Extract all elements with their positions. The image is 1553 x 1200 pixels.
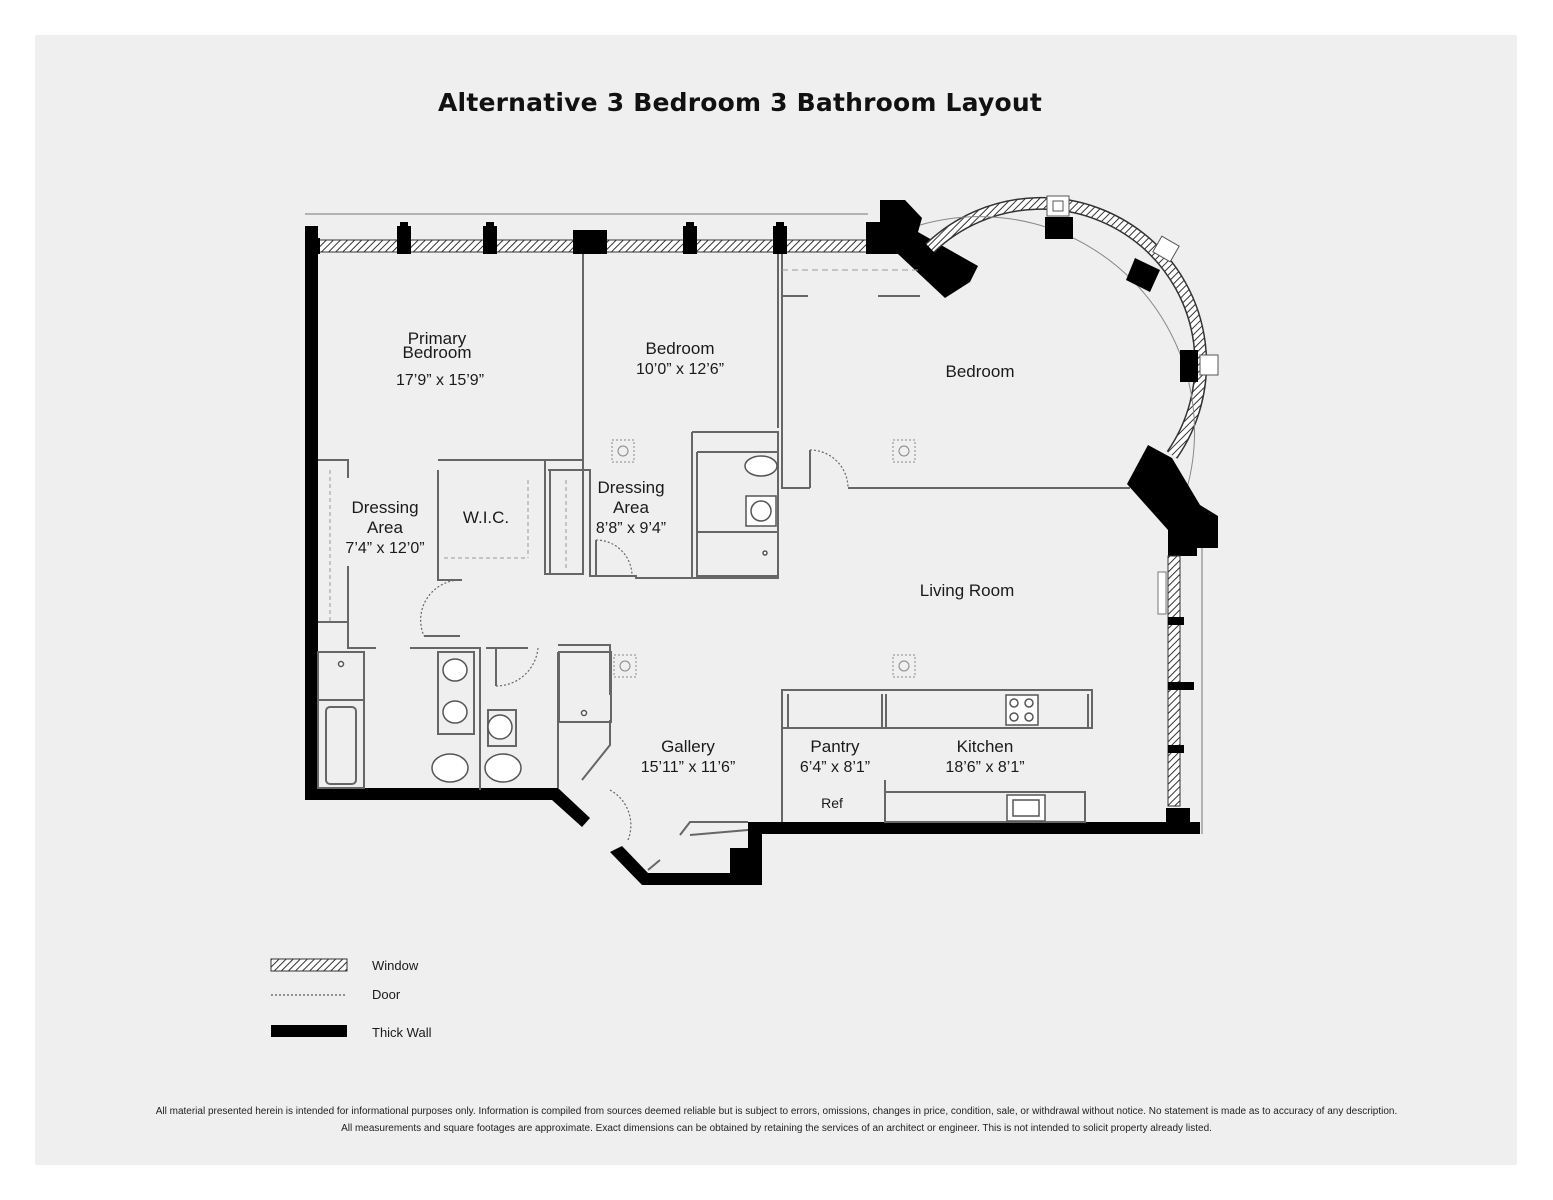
primary-bedroom-dims: 17’9” x 15’9”: [396, 372, 484, 389]
legend-thick-wall-label: Thick Wall: [372, 1025, 432, 1040]
interior-walls: [317, 254, 1130, 836]
door-leaves: [424, 450, 811, 871]
primary-bedroom-label-1: Primary: [408, 329, 467, 348]
ref-label: Ref: [821, 795, 843, 811]
kitchen-label: Kitchen: [957, 737, 1014, 756]
wic-label: W.I.C.: [463, 508, 509, 527]
legend-thick-wall-swatch: [271, 1025, 347, 1037]
legend-window-label: Window: [372, 958, 419, 973]
disclaimer-line-1: All material presented herein is intende…: [155, 1106, 1398, 1117]
dressing-area-2-dims: 8’8” x 9’4”: [596, 520, 666, 537]
fixtures: [337, 455, 1046, 822]
rotunda-window: [919, 195, 1219, 556]
legend-window-swatch: [270, 958, 348, 972]
closet-rods: [329, 470, 567, 622]
kitchen-dims: 18’6” x 8’1”: [945, 759, 1024, 776]
gallery-dims: 15’11” x 11’6”: [641, 759, 736, 776]
bedroom-2-label: Bedroom: [946, 362, 1015, 381]
ceiling-lights: [611, 439, 916, 678]
primary-bedroom-label-2: Bedroom: [403, 343, 472, 362]
gallery-label: Gallery: [661, 737, 715, 756]
bedroom-1-dims: 10’0” x 12’6”: [636, 361, 724, 378]
dressing-area-2-label-1: Dressing: [597, 478, 664, 497]
pantry-dims: 6’4” x 8’1”: [800, 759, 870, 776]
pantry-label: Pantry: [810, 737, 860, 756]
bedroom-1-label: Bedroom: [646, 339, 715, 358]
page-title: Alternative 3 Bedroom 3 Bathroom Layout: [438, 88, 1042, 117]
disclaimer: All material presented herein is intende…: [60, 1103, 1493, 1137]
living-room-label: Living Room: [920, 581, 1015, 600]
disclaimer-line-2: All measurements and square footages are…: [341, 1123, 1212, 1134]
thick-walls: [305, 226, 1203, 885]
dressing-area-1-dims: 7’4” x 12’0”: [345, 540, 424, 557]
legend-door-label: Door: [372, 987, 401, 1002]
legend: Window Door Thick Wall: [270, 958, 432, 1040]
door-swings: [420, 449, 849, 841]
dressing-area-2-label-2: Area: [613, 498, 649, 517]
dressing-area-1-label-2: Area: [367, 518, 403, 537]
dressing-area-1-label-1: Dressing: [351, 498, 418, 517]
